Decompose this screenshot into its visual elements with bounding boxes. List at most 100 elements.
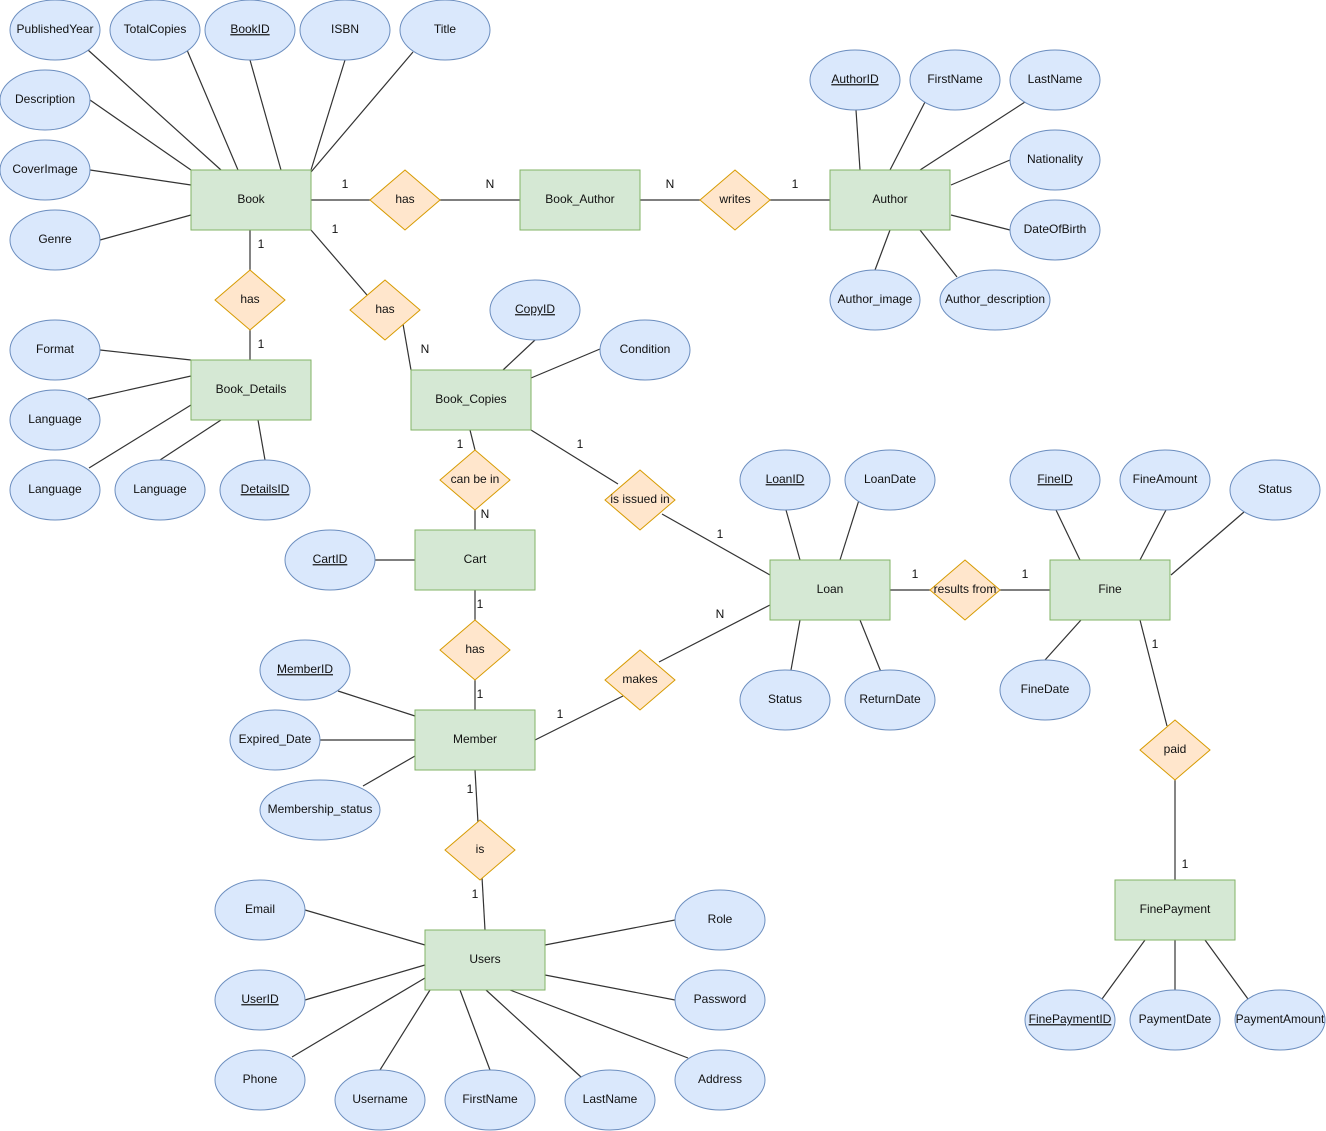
entity-member[interactable]: Member: [414, 709, 536, 771]
attribute-fine-payment-id[interactable]: FinePaymentID: [1024, 989, 1116, 1051]
attribute-phone[interactable]: Phone: [214, 1049, 306, 1111]
connector-line: [87, 49, 222, 171]
attribute-label: FirstName: [927, 72, 983, 86]
entity-book-copies[interactable]: Book_Copies: [410, 369, 532, 431]
attribute-label: Language: [133, 482, 187, 496]
attribute-published-year[interactable]: PublishedYear: [9, 0, 101, 61]
attribute-address[interactable]: Address: [674, 1049, 766, 1111]
attribute-author-id[interactable]: AuthorID: [809, 49, 901, 111]
attribute-copy-id[interactable]: CopyID: [489, 279, 581, 341]
attribute-return-date[interactable]: ReturnDate: [844, 669, 936, 731]
relationship-book-has-copies[interactable]: has: [349, 279, 421, 341]
entity-book[interactable]: Book: [190, 169, 312, 231]
attribute-password[interactable]: Password: [674, 969, 766, 1031]
attribute-isbn[interactable]: ISBN: [299, 0, 391, 61]
attribute-condition[interactable]: Condition: [599, 319, 691, 381]
attribute-language-2[interactable]: Language: [9, 459, 101, 521]
attribute-membership-status[interactable]: Membership_status: [259, 779, 381, 841]
connector-line: [534, 695, 624, 741]
attribute-cart-id[interactable]: CartID: [284, 529, 376, 591]
entity-fine[interactable]: Fine: [1049, 559, 1171, 621]
connector-line: [186, 49, 239, 171]
relationship-paid[interactable]: paid: [1139, 719, 1211, 781]
relationship-can-be-in[interactable]: can be in: [439, 449, 511, 511]
entity-loan[interactable]: Loan: [769, 559, 891, 621]
attribute-email[interactable]: Email: [214, 879, 306, 941]
attribute-expired-date[interactable]: Expired_Date: [229, 709, 321, 771]
attribute-title[interactable]: Title: [399, 0, 491, 61]
attribute-language-3[interactable]: Language: [114, 459, 206, 521]
entity-author[interactable]: Author: [829, 169, 951, 231]
attribute-loan-status[interactable]: Status: [739, 669, 831, 731]
attribute-label: Format: [36, 342, 75, 356]
entity-fine-payment[interactable]: FinePayment: [1114, 879, 1236, 941]
attribute-fine-amount[interactable]: FineAmount: [1119, 449, 1211, 511]
attribute-genre[interactable]: Genre: [9, 209, 101, 271]
attribute-user-first-name[interactable]: FirstName: [444, 1069, 536, 1131]
attribute-label: ReturnDate: [859, 692, 921, 706]
attribute-fine-date[interactable]: FineDate: [999, 659, 1091, 721]
attribute-format[interactable]: Format: [9, 319, 101, 381]
relationship-cart-has-member[interactable]: has: [439, 619, 511, 681]
attribute-date-of-birth[interactable]: DateOfBirth: [1009, 199, 1101, 261]
relationship-label: paid: [1164, 742, 1187, 756]
attribute-author-last-name[interactable]: LastName: [1009, 49, 1101, 111]
connector-line: [919, 229, 958, 278]
relationship-label: is: [476, 842, 485, 856]
attribute-loan-id[interactable]: LoanID: [739, 449, 831, 511]
relationship-writes[interactable]: writes: [699, 169, 771, 231]
attribute-author-first-name[interactable]: FirstName: [909, 49, 1001, 111]
attribute-total-copies[interactable]: TotalCopies: [109, 0, 201, 61]
attribute-details-id[interactable]: DetailsID: [219, 459, 311, 521]
entity-label: Cart: [464, 552, 487, 566]
attribute-ellipse: [939, 269, 1051, 331]
entity-book-author[interactable]: Book_Author: [519, 169, 641, 231]
attribute-payment-amount[interactable]: PaymentAmount: [1234, 989, 1326, 1051]
attribute-label: Address: [698, 1072, 742, 1086]
attribute-user-last-name[interactable]: LastName: [564, 1069, 656, 1131]
attribute-description[interactable]: Description: [0, 69, 91, 131]
attribute-fine-id[interactable]: FineID: [1009, 449, 1101, 511]
connector-line: [1044, 619, 1082, 661]
connector-line: [159, 419, 222, 461]
attribute-ellipse: [1009, 49, 1101, 111]
connector-line: [1101, 939, 1146, 1000]
entity-box: [190, 169, 312, 231]
entity-book-details[interactable]: Book_Details: [190, 359, 312, 421]
entity-label: Users: [469, 952, 500, 966]
relationship-book-has-author[interactable]: has: [369, 169, 441, 231]
attribute-fine-status[interactable]: Status: [1229, 459, 1321, 521]
entity-users[interactable]: Users: [424, 929, 546, 991]
attribute-cover-image[interactable]: CoverImage: [0, 139, 91, 201]
attribute-nationality[interactable]: Nationality: [1009, 129, 1101, 191]
attribute-ellipse: [9, 319, 101, 381]
attribute-book-id[interactable]: BookID: [204, 0, 296, 61]
relationship-book-has-details[interactable]: has: [214, 269, 286, 331]
cardinality-label: N: [716, 607, 725, 621]
attribute-author-description[interactable]: Author_description: [939, 269, 1051, 331]
relationship-is[interactable]: is: [444, 819, 516, 881]
attribute-label: FineAmount: [1133, 472, 1198, 486]
relationship-diamond: [349, 279, 421, 341]
cardinality-label: 1: [258, 237, 265, 251]
entity-cart[interactable]: Cart: [414, 529, 536, 591]
attribute-label: Expired_Date: [239, 732, 312, 746]
relationship-diamond: [444, 819, 516, 881]
relationship-results-from[interactable]: results from: [929, 559, 1001, 621]
entity-label: Book_Author: [545, 192, 614, 206]
attribute-ellipse: [284, 529, 376, 591]
attribute-label: Author_image: [838, 292, 913, 306]
attribute-role[interactable]: Role: [674, 889, 766, 951]
attribute-member-id[interactable]: MemberID: [259, 639, 351, 701]
attribute-user-id[interactable]: UserID: [214, 969, 306, 1031]
attribute-loan-date[interactable]: LoanDate: [844, 449, 936, 511]
cardinalities: 1 N N 1 1 1 1 N 1 N 1 1 1 1 1 1 N 1 1 1 …: [258, 177, 1189, 901]
attribute-language-1[interactable]: Language: [9, 389, 101, 451]
relationship-diamond: [439, 619, 511, 681]
attribute-payment-date[interactable]: PaymentDate: [1129, 989, 1221, 1051]
attribute-author-image[interactable]: Author_image: [829, 269, 921, 331]
relationship-makes[interactable]: makes: [604, 649, 676, 711]
attribute-username[interactable]: Username: [334, 1069, 426, 1131]
relationship-is-issued-in[interactable]: is issued in: [604, 469, 676, 531]
